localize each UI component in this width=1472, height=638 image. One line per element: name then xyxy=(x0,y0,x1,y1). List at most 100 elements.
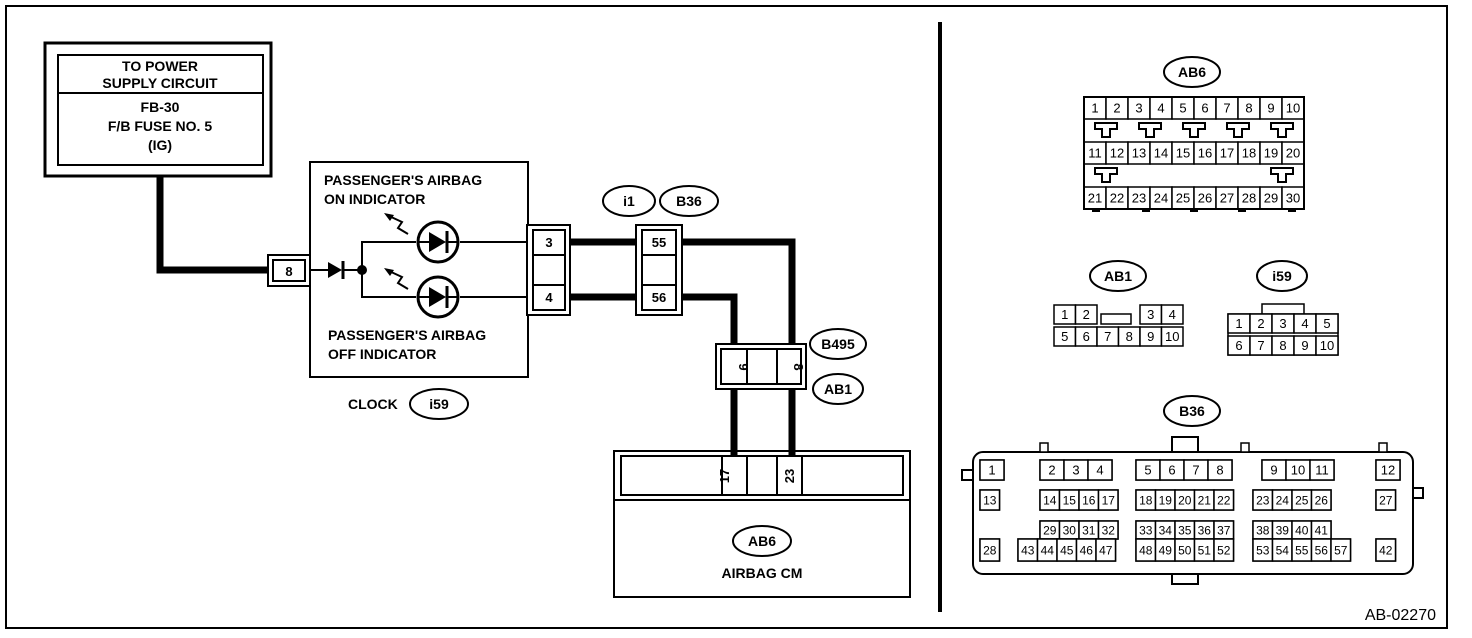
pin-label: 4 xyxy=(1169,307,1176,322)
pin-label: 57 xyxy=(1334,543,1348,557)
svg-text:i59: i59 xyxy=(1272,268,1292,284)
pin-8: 8 xyxy=(791,363,806,370)
connector-tag-ab6 xyxy=(732,525,792,557)
power-supply-box: TO POWER SUPPLY CIRCUIT FB-30 F/B FUSE N… xyxy=(43,41,273,178)
pin-label: 53 xyxy=(1256,543,1270,557)
pin-label: 9 xyxy=(1147,329,1154,344)
clock-output-connector: 3 4 xyxy=(526,224,571,316)
pin-label: 9 xyxy=(1270,463,1277,478)
pin-label: 1 xyxy=(1091,101,1098,116)
pin-label: 6 xyxy=(1235,338,1242,353)
pin-label: 13 xyxy=(1132,146,1146,161)
pin-label: 24 xyxy=(1154,191,1168,206)
pin-label: 30 xyxy=(1286,191,1300,206)
pin-label: 27 xyxy=(1220,191,1234,206)
pin-label: 4 xyxy=(1096,463,1103,478)
pin-label: 8 xyxy=(1279,338,1286,353)
connector-tag-b36 xyxy=(659,185,719,217)
pin-label: 29 xyxy=(1264,191,1278,206)
off-indicator-label-2: OFF INDICATOR xyxy=(328,346,436,362)
pin-label: 12 xyxy=(1110,146,1124,161)
connector-tag-ab1 xyxy=(812,373,864,405)
pin-label: 42 xyxy=(1379,543,1393,557)
face-tag-ab6 xyxy=(1163,56,1221,88)
pin-label: 9 xyxy=(1301,338,1308,353)
pin-label: 41 xyxy=(1315,523,1329,537)
pin-label: 21 xyxy=(1088,191,1102,206)
pin-label: 11 xyxy=(1088,146,1102,161)
on-indicator-led-icon xyxy=(384,213,460,264)
diode-icon xyxy=(328,261,345,279)
pin-label: 48 xyxy=(1139,543,1153,557)
pin-label: 26 xyxy=(1315,493,1329,507)
pin-label: 36 xyxy=(1198,523,1212,537)
pin-label: 6 xyxy=(1201,101,1208,116)
pin-label: 10 xyxy=(1165,329,1179,344)
pin-label: 30 xyxy=(1063,523,1077,537)
pin-label: 26 xyxy=(1198,191,1212,206)
pin-label: 6 xyxy=(1083,329,1090,344)
pin-label: 10 xyxy=(1286,101,1300,116)
pin-label: 7 xyxy=(1192,463,1199,478)
power-title-1: TO POWER xyxy=(122,58,198,74)
pin-label: 4 xyxy=(1301,316,1308,331)
pin-label: 25 xyxy=(1295,493,1309,507)
pin-label: 12 xyxy=(1381,463,1395,478)
pin-label: 14 xyxy=(1043,493,1057,507)
svg-text:AB1: AB1 xyxy=(1104,268,1132,284)
on-indicator-label-1: PASSENGER'S AIRBAG xyxy=(324,172,482,188)
shorting-bar-icon xyxy=(1094,167,1118,183)
on-indicator-label-2: ON INDICATOR xyxy=(324,191,425,207)
pin-label: 5 xyxy=(1144,463,1151,478)
pin-label: 15 xyxy=(1176,146,1190,161)
ab1-connector: 9 8 xyxy=(715,343,807,390)
svg-text:i1: i1 xyxy=(623,193,635,209)
pin-label: 28 xyxy=(1242,191,1256,206)
shorting-bar-icon xyxy=(1182,122,1206,138)
pin-23: 23 xyxy=(782,469,797,483)
pin-label: 44 xyxy=(1041,543,1055,557)
pin-label: 40 xyxy=(1295,523,1309,537)
pin-label: 50 xyxy=(1178,543,1192,557)
pin-label: 52 xyxy=(1217,543,1231,557)
pin-label: 10 xyxy=(1320,338,1334,353)
pin-label: 24 xyxy=(1276,493,1290,507)
pin-4: 4 xyxy=(545,290,553,305)
pin-label: 55 xyxy=(1295,543,1309,557)
pin-label: 8 xyxy=(1216,463,1223,478)
pin-label: 2 xyxy=(1083,307,1090,322)
face-tag-i59 xyxy=(1256,260,1308,292)
pin-label: 18 xyxy=(1242,146,1256,161)
pin-label: 9 xyxy=(1267,101,1274,116)
pin-label: 8 xyxy=(1126,329,1133,344)
shorting-bar-icon xyxy=(1094,122,1118,138)
pin-label: 54 xyxy=(1276,543,1290,557)
pin-label: 7 xyxy=(1104,329,1111,344)
pin-label: 32 xyxy=(1102,523,1116,537)
svg-text:8: 8 xyxy=(285,264,292,279)
pin-label: 25 xyxy=(1176,191,1190,206)
airbag-cm: 17 23 AB6 AIRBAG CM xyxy=(613,450,911,598)
pin-label: 16 xyxy=(1082,493,1096,507)
pin-label: 13 xyxy=(983,493,997,507)
pin-label: 29 xyxy=(1043,523,1057,537)
pin-label: 7 xyxy=(1223,101,1230,116)
pin-label: 43 xyxy=(1021,543,1035,557)
pin-3: 3 xyxy=(545,235,552,250)
pin-55: 55 xyxy=(652,235,666,250)
pin-label: 45 xyxy=(1060,543,1074,557)
pin-label: 19 xyxy=(1159,493,1173,507)
pin-label: 2 xyxy=(1257,316,1264,331)
pin-label: 2 xyxy=(1113,101,1120,116)
pin-label: 14 xyxy=(1154,146,1168,161)
pin-label: 7 xyxy=(1257,338,1264,353)
pin-label: 3 xyxy=(1279,316,1286,331)
pin-label: 5 xyxy=(1061,329,1068,344)
pin-label: 4 xyxy=(1157,101,1164,116)
pin-label: 3 xyxy=(1147,307,1154,322)
pin-label: 38 xyxy=(1256,523,1270,537)
connector-tag-i59 xyxy=(409,388,469,420)
mid-connector: 55 56 xyxy=(635,224,683,316)
